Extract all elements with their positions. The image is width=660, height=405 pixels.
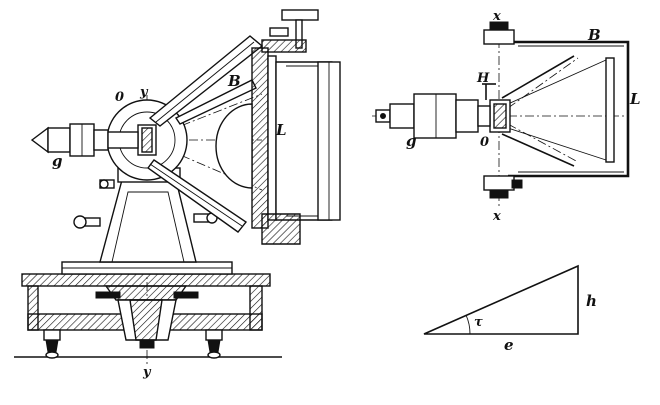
angle-arc — [465, 314, 471, 335]
frame-bracket — [508, 40, 630, 178]
mirror-plate — [605, 57, 615, 163]
label-y-bottom: y — [142, 365, 152, 380]
telescope-tube — [30, 123, 139, 157]
label-g: g — [52, 152, 63, 170]
label-x-bottom: x — [492, 209, 501, 224]
triangle-shape — [423, 264, 579, 335]
plan-telescope — [375, 93, 491, 139]
angle-triangle: τ e h — [423, 264, 597, 354]
label-x-top: x — [492, 9, 501, 24]
label-b: B — [227, 72, 241, 90]
clamp-knobs — [73, 179, 218, 229]
plan-view: x B H L g 0 x — [372, 9, 641, 224]
plan-cone — [501, 55, 607, 167]
label-l: L — [275, 121, 287, 139]
side-view: 0 y B L g y — [14, 9, 341, 380]
label-l-plan: L — [629, 90, 641, 108]
label-tau: τ — [474, 315, 483, 330]
label-e: e — [504, 336, 514, 354]
label-h-plan: H — [476, 71, 490, 86]
mirror-housing — [251, 39, 341, 245]
label-o-plan: 0 — [480, 135, 489, 150]
label-g-plan: g — [406, 132, 417, 150]
leveling-feet — [43, 329, 223, 359]
label-o: 0 — [115, 90, 124, 105]
label-b-plan: B — [587, 26, 601, 44]
label-h: h — [586, 292, 597, 310]
label-y-top: y — [139, 85, 149, 100]
support-arms — [147, 35, 264, 233]
target-shape — [215, 103, 253, 189]
axis-mounts — [483, 21, 523, 199]
